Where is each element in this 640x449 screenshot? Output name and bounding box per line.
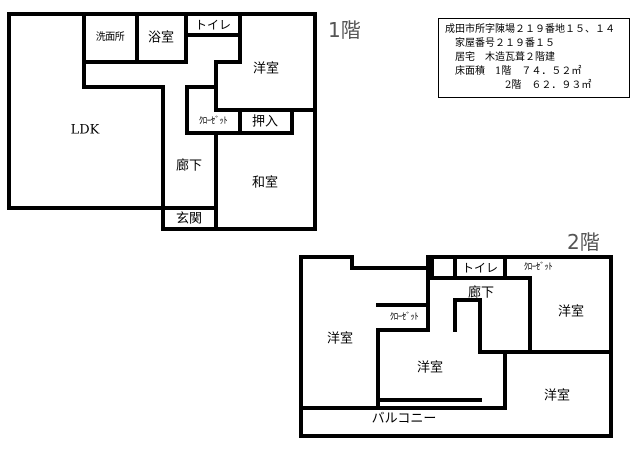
- floor1-western-room-wall: [214, 33, 317, 112]
- room-closet-2f-right: ｸﾛｰｾﾞｯﾄ: [523, 262, 553, 273]
- floor1-outer-wall: [7, 12, 317, 231]
- room-bath: 浴室: [147, 30, 175, 46]
- info-address: 成田市所字陳場２１９番地１５、１４: [445, 24, 615, 35]
- floor2-top-row-wall: [426, 255, 532, 280]
- info-structure: 居宅 木造瓦葺２階建: [455, 52, 555, 63]
- room-washroom: 洗面所: [95, 32, 125, 43]
- room-toilet-2f: トイレ: [461, 261, 499, 275]
- room-toilet-1f: トイレ: [194, 18, 232, 32]
- floor2-outer-wall: [299, 255, 613, 438]
- room-western-2f-left: 洋室: [326, 331, 354, 347]
- room-hallway-2f: 廊下: [467, 285, 495, 301]
- room-closet-1f: ｸﾛｰｾﾞｯﾄ: [198, 116, 228, 127]
- room-hallway-1f: 廊下: [175, 158, 203, 174]
- room-japanese: 和室: [251, 175, 279, 191]
- info-floor-area-1: 床面積 1階 ７４．５２㎡: [455, 66, 582, 77]
- room-western-1f: 洋室: [252, 61, 280, 77]
- room-western-2f-middle: 洋室: [416, 360, 444, 376]
- floor1-closet-wall: [185, 85, 294, 135]
- room-balcony: バルコニー: [371, 411, 437, 427]
- room-western-2f-bottom-right: 洋室: [543, 388, 571, 404]
- room-western-2f-top-right: 洋室: [557, 304, 585, 320]
- floor2-hall-island: [453, 298, 507, 410]
- floor2-right-room-wall: [503, 276, 613, 354]
- floor2-left-room-wall: [376, 266, 430, 410]
- property-info-box: 成田市所字陳場２１９番地１５、１４ 家屋番号２１９番１５ 居宅 木造瓦葺２階建 …: [438, 18, 630, 98]
- floor1-title: 1階: [328, 18, 361, 42]
- room-closet-2f-left: ｸﾛｰｾﾞｯﾄ: [389, 312, 419, 323]
- room-entrance: 玄関: [175, 211, 203, 227]
- info-house-number: 家屋番号２１９番１５: [455, 38, 555, 49]
- floor1-ldk-wall: [82, 12, 165, 210]
- room-ldk: LDK: [70, 122, 100, 138]
- room-oshiire: 押入: [251, 114, 279, 130]
- info-floor-area-2: 2階 ６２．９３㎡: [505, 80, 592, 91]
- floor2-title: 2階: [567, 230, 600, 254]
